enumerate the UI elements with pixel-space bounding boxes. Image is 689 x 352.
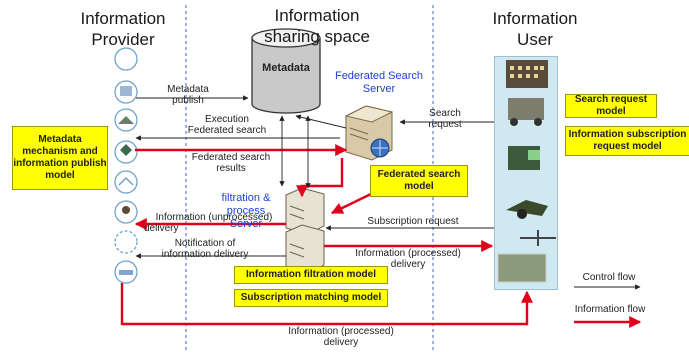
legend-information-flow: Information flow: [574, 304, 646, 315]
flow-execution: Execution Federated search: [182, 114, 272, 136]
flow-search-request: Search request: [420, 108, 470, 130]
model-search-request: Search request model: [565, 94, 657, 118]
flow-bottom-processed-line2: delivery: [323, 337, 359, 348]
flow-info-processed-line2: delivery: [390, 259, 426, 270]
flow-info-unprocessed: Information (unprocessed) delivery: [144, 212, 284, 234]
flow-federated-results-line1: Federated search: [191, 152, 271, 163]
provider-header-line2: Provider: [91, 30, 155, 49]
flow-search-request-line2: request: [428, 119, 462, 130]
user-header-line2: User: [517, 30, 553, 49]
model-federated-search: Federated search model: [370, 165, 468, 197]
federated-server-label-line2: Server: [362, 83, 396, 95]
provider-header: Information Provider: [58, 8, 188, 50]
metadata-label: Metadata: [262, 62, 310, 74]
model-info-filtration: Information filtration model: [234, 266, 388, 284]
user-icons: [497, 60, 556, 283]
flow-info-processed: Information (processed) delivery: [348, 248, 468, 270]
flow-federated-results: Federated search results: [186, 152, 276, 174]
flow-federated-results-line2: results: [216, 163, 246, 174]
sharing-header-line2: sharing space: [264, 27, 370, 46]
flow-execution-line2: Federated search: [187, 125, 267, 136]
flow-notification-line2: information delivery: [161, 249, 249, 260]
model-metadata-mechanism: Metadata mechanism and information publi…: [12, 126, 108, 190]
filtration-label-line1: filtration &: [221, 192, 271, 204]
flow-subscription-request: Subscription request: [367, 216, 459, 227]
flow-notification: Notification of information delivery: [150, 238, 260, 260]
control-flows: [135, 95, 641, 290]
provider-circles: [114, 47, 138, 284]
provider-header-line1: Information: [80, 9, 166, 28]
flow-metadata-publish-line2: publish: [172, 95, 204, 106]
federated-server-label-line1: Federated Search: [334, 70, 424, 82]
filtration-server-label: filtration & process Server: [206, 192, 286, 231]
filtration-label-line2: process: [226, 205, 266, 217]
sharing-header-line1: Information: [274, 6, 360, 25]
filtration-server-icon: [285, 187, 325, 274]
filtration-label-line3: Server: [229, 218, 263, 230]
flow-info-unprocessed-line1: Information (unprocessed): [155, 212, 273, 223]
user-header: Information User: [475, 8, 595, 50]
model-subscription-matching: Subscription matching model: [234, 289, 388, 307]
flow-info-unprocessed-line2: delivery: [144, 223, 179, 234]
flow-info-processed-line1: Information (processed): [355, 248, 461, 259]
information-flows: [120, 144, 642, 328]
sharing-header: Information sharing space: [242, 5, 392, 47]
flow-execution-line1: Execution: [205, 114, 249, 125]
flow-search-request-line1: Search: [429, 108, 461, 119]
flow-metadata-publish-line1: Metadata: [167, 84, 209, 95]
federated-server-icon: [344, 105, 394, 161]
provider-icons: [118, 86, 134, 275]
flow-bottom-processed-line1: Information (processed): [288, 326, 394, 337]
flow-bottom-processed: Information (processed) delivery: [266, 326, 416, 348]
flow-notification-line1: Notification of: [174, 238, 236, 249]
user-header-line1: Information: [492, 9, 578, 28]
legend-control-flow: Control flow: [582, 272, 636, 283]
flow-metadata-publish: Metadata publish: [148, 84, 228, 106]
metadata-cylinder: [251, 28, 321, 114]
model-info-subscription: Information subscription request model: [565, 126, 689, 156]
federated-server-label: Federated Search Server: [324, 70, 434, 96]
